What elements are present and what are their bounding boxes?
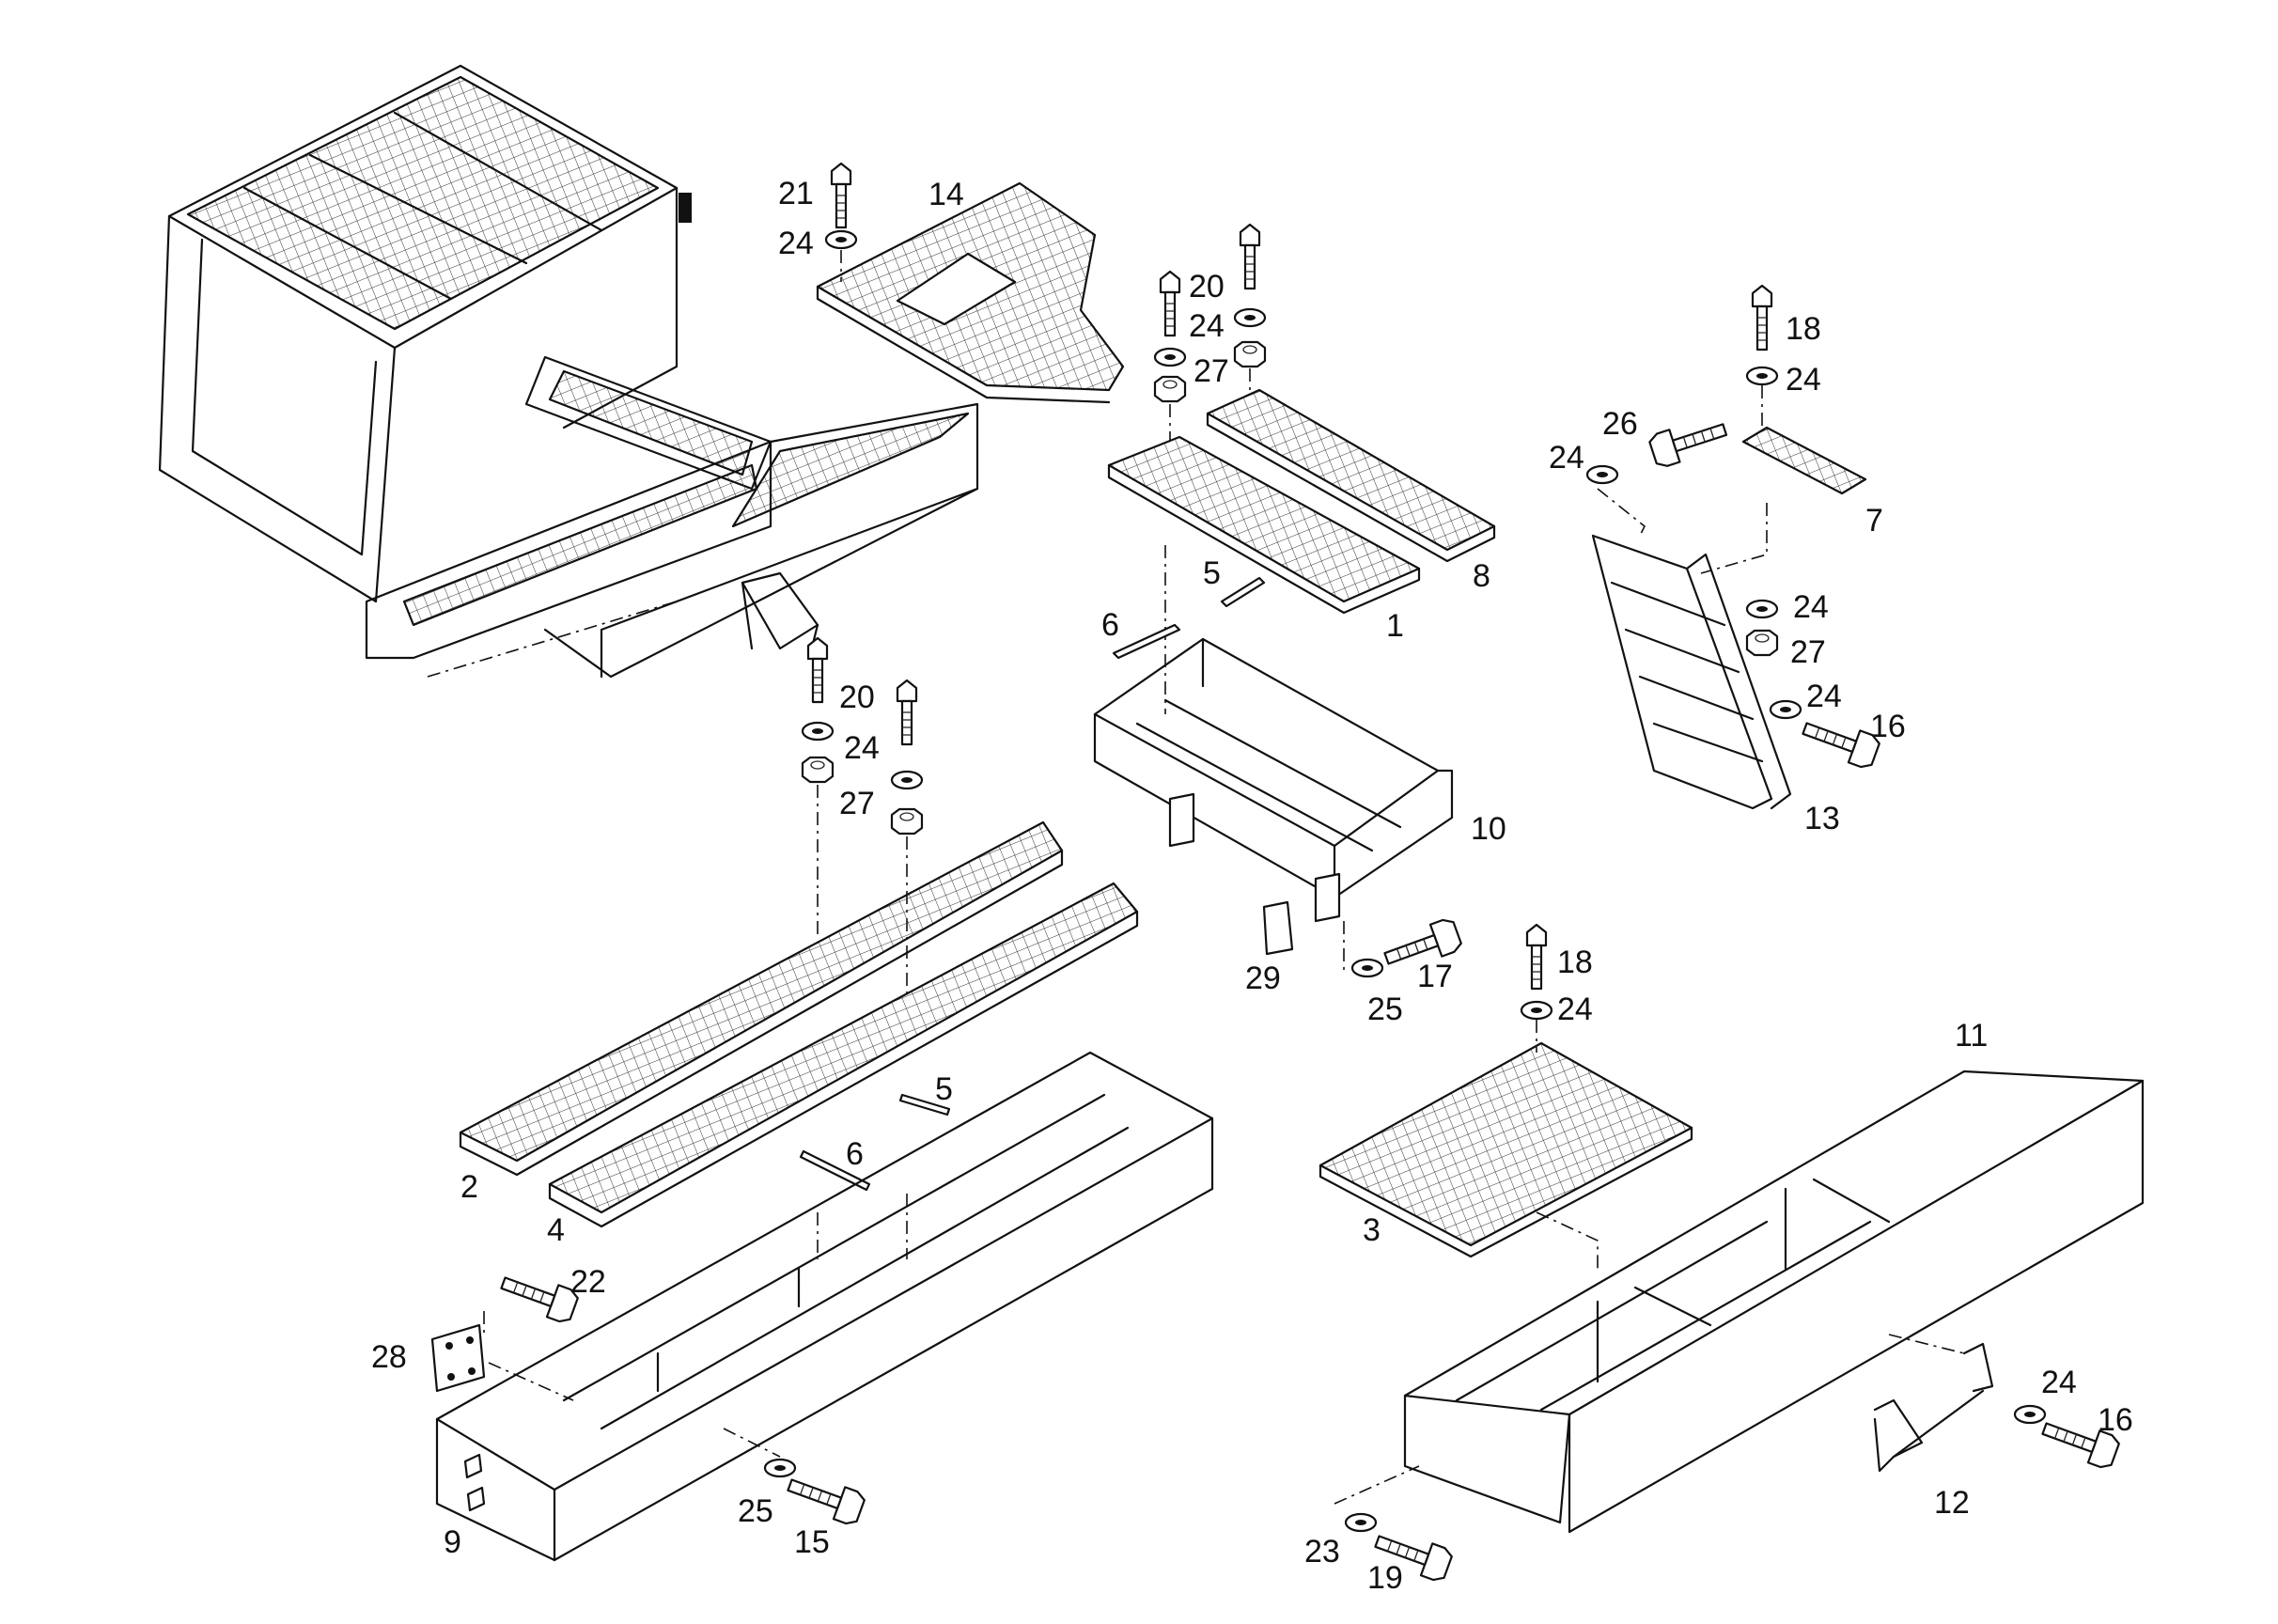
- label-21: 21: [778, 176, 814, 211]
- label-8: 8: [1473, 558, 1490, 594]
- label-18: 18: [1557, 945, 1593, 980]
- part-27-nut-c: [801, 756, 835, 784]
- label-28: 28: [371, 1339, 407, 1375]
- part-13-ladder: [1591, 534, 1792, 810]
- nut-c2: [890, 807, 924, 835]
- part-25-washer-b: [763, 1458, 797, 1478]
- part-4-grating: [548, 882, 1139, 1228]
- part-23-washer: [1344, 1512, 1378, 1533]
- part-28-plate: [430, 1323, 486, 1393]
- label-3: 3: [1363, 1212, 1381, 1248]
- label-19: 19: [1367, 1560, 1403, 1596]
- part-3-grating: [1318, 1041, 1693, 1258]
- label-27: 27: [839, 786, 875, 821]
- label-16: 16: [2098, 1402, 2133, 1438]
- part-24-washer-f: [1769, 699, 1802, 720]
- part-20-bolt-b: [806, 636, 829, 704]
- label-5: 5: [935, 1071, 953, 1107]
- part-22-bolt: [496, 1266, 581, 1326]
- label-12: 12: [1934, 1485, 1970, 1521]
- label-1: 1: [1386, 608, 1404, 644]
- part-25-washer-a: [1350, 958, 1384, 978]
- part-2-grating: [459, 820, 1064, 1177]
- part-24-washer-b: [1153, 347, 1187, 367]
- label-7: 7: [1865, 503, 1883, 539]
- label-29: 29: [1245, 960, 1281, 996]
- part-10-frame: [1093, 637, 1454, 923]
- cab-assembly: [158, 64, 979, 679]
- label-16: 16: [1870, 709, 1906, 744]
- label-24: 24: [1786, 362, 1821, 398]
- part-18-bolt-a: [1751, 284, 1773, 351]
- part-24-washer-e: [1745, 599, 1779, 619]
- label-20: 20: [839, 679, 875, 715]
- part-8-grating: [1206, 388, 1496, 563]
- label-24: 24: [1793, 589, 1829, 625]
- part-29-pad: [1262, 900, 1294, 956]
- part-15-bolt: [783, 1468, 867, 1528]
- label-20: 20: [1189, 269, 1225, 304]
- label-24: 24: [1557, 992, 1593, 1027]
- part-18-bolt-b: [1525, 923, 1548, 991]
- label-18: 18: [1786, 311, 1821, 347]
- part-21-bolt: [830, 162, 852, 229]
- part-14-plate: [816, 181, 1125, 404]
- part-24-washer-a: [824, 229, 858, 250]
- label-27: 27: [1790, 634, 1826, 670]
- bolt-b: [1239, 223, 1261, 290]
- label-10: 10: [1471, 811, 1506, 847]
- part-16-bolt-a: [1798, 711, 1882, 772]
- label-24: 24: [1806, 679, 1842, 714]
- part-5-pin-b: [898, 1093, 951, 1116]
- part-26-bolt: [1646, 412, 1731, 471]
- label-5: 5: [1203, 555, 1221, 591]
- part-6-pin-b: [799, 1149, 871, 1192]
- part-12-bracket: [1873, 1342, 1994, 1473]
- label-2: 2: [460, 1169, 478, 1205]
- part-24-washer-d: [1585, 464, 1619, 485]
- label-11: 11: [1955, 1018, 1988, 1054]
- label-9: 9: [444, 1524, 461, 1560]
- part-24-washer-c: [1745, 366, 1779, 386]
- label-25: 25: [738, 1493, 773, 1529]
- nut-b2: [1233, 340, 1267, 368]
- part-5-pin-a: [1220, 576, 1266, 608]
- label-17: 17: [1417, 959, 1453, 994]
- part-7-plate: [1741, 426, 1867, 495]
- part-11-frame: [1403, 1070, 2145, 1534]
- label-26: 26: [1602, 406, 1638, 442]
- label-25: 25: [1367, 992, 1403, 1027]
- part-24-washer-h: [1520, 1000, 1553, 1021]
- label-14: 14: [928, 177, 964, 212]
- part-27-nut-b: [1745, 629, 1779, 657]
- label-6: 6: [846, 1136, 864, 1172]
- part-1-grating: [1107, 435, 1421, 615]
- label-24: 24: [844, 730, 880, 766]
- label-13: 13: [1804, 801, 1840, 836]
- washer-b2: [1233, 307, 1267, 328]
- label-24: 24: [1549, 440, 1584, 476]
- part-6-pin-a: [1112, 623, 1181, 660]
- part-20-bolt-a: [1159, 270, 1181, 337]
- label-4: 4: [547, 1212, 565, 1248]
- label-24: 24: [1189, 308, 1225, 344]
- label-6: 6: [1101, 607, 1119, 643]
- part-24-washer-i: [2013, 1404, 2047, 1425]
- part-24-washer-g: [801, 721, 835, 742]
- label-24: 24: [2041, 1365, 2077, 1400]
- washer-c2: [890, 770, 924, 790]
- label-22: 22: [570, 1264, 606, 1300]
- label-27: 27: [1194, 353, 1229, 389]
- label-23: 23: [1304, 1534, 1340, 1569]
- part-27-nut-a: [1153, 375, 1187, 403]
- label-15: 15: [794, 1524, 830, 1560]
- bolt-c: [896, 679, 918, 746]
- callouts: 21 14 24 20 24 27 18 24 26 24 7 8 5 6 1 …: [371, 176, 2133, 1596]
- part-9-frame: [435, 1051, 1214, 1562]
- label-24: 24: [778, 226, 814, 261]
